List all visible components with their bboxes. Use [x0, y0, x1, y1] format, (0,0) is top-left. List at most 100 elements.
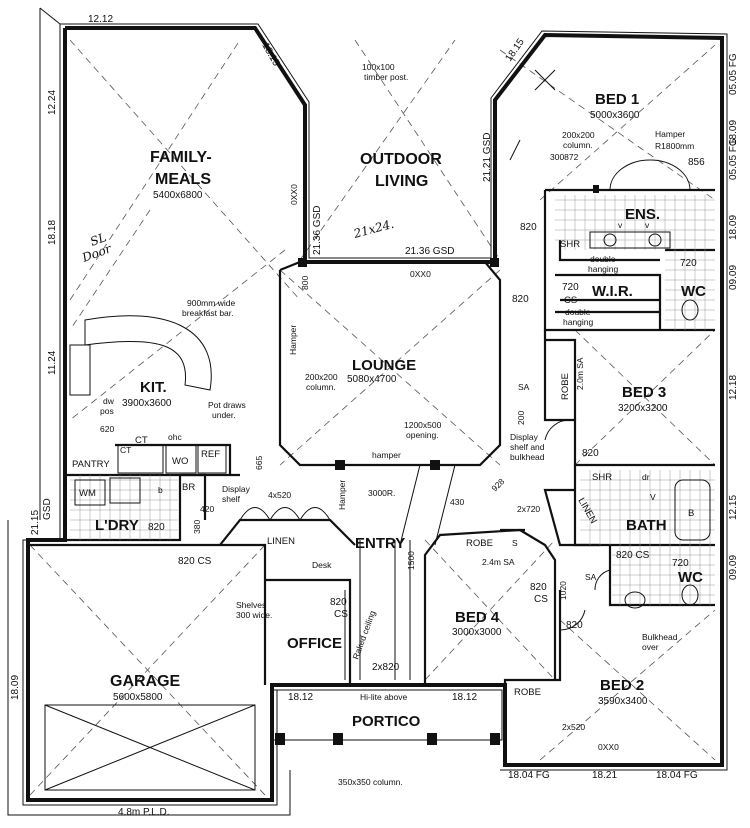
dim-820-bed2: 820 — [566, 620, 583, 631]
dim-1809c: 18.09 — [728, 120, 739, 145]
dim-4x520: 4x520 — [268, 490, 291, 500]
robe2-label: ROBE — [466, 538, 493, 549]
vanity-1-label: v — [618, 220, 623, 230]
smoke-alarm-1: SA — [518, 382, 530, 392]
desk-note: Desk — [312, 560, 332, 570]
dim-720c: 720 — [672, 558, 689, 569]
bath-tub-label: B — [688, 508, 694, 519]
dim-gsd-side: GSD — [42, 498, 53, 520]
double-hanging-1b: hanging — [588, 264, 619, 274]
dim-1804a: 18.04 FG — [508, 770, 550, 781]
bulkhead-note-2: over — [642, 642, 659, 652]
dim-620: 620 — [100, 424, 114, 434]
dim-0909a: 09.09 — [728, 265, 739, 290]
lounge-label: LOUNGE — [352, 357, 416, 374]
lounge-size: 5080x4700 — [347, 374, 397, 385]
wir-cs-label: CS — [564, 295, 577, 306]
hamper-radius-note: R1800mm — [655, 141, 694, 151]
dim-820-kit: 820 — [148, 522, 165, 533]
dim-430: 430 — [450, 497, 464, 507]
dim-200: 200 — [516, 411, 526, 425]
fixture-labels: SHR SHR dw pos WM CT ohc WO REF BR B b d… — [79, 220, 694, 548]
shower-ens-label: SHR — [560, 239, 580, 250]
dim-1812b: 18.12 — [452, 692, 477, 703]
dim-1809b: 18.09 — [10, 675, 21, 700]
dim-800: 800 — [300, 276, 310, 290]
pld-note: 4.8m P.L.D. — [118, 807, 170, 818]
shelves-note-2: 300 wide. — [236, 610, 272, 620]
radius-3000-note: 3000R. — [368, 488, 395, 498]
dim-2x720: 2x720 — [517, 504, 540, 514]
entry-label: ENTRY — [355, 535, 405, 552]
dim-928: 928 — [489, 476, 506, 493]
hilite-note: Hi-lite above — [360, 692, 408, 702]
wir-label: W.I.R. — [592, 283, 633, 300]
dim-1124: 11.24 — [47, 350, 58, 375]
display-bulkhead-note-3: bulkhead — [510, 452, 545, 462]
shower-bath-label: SHR — [592, 472, 612, 483]
dim-0xx0b: 0XX0 — [410, 269, 431, 279]
dim-820-robe: 820 — [520, 222, 537, 233]
kit-label: KIT. — [140, 379, 167, 396]
dim-1812a: 18.12 — [288, 692, 313, 703]
dr-label: dr — [642, 472, 650, 482]
display-bulkhead-note: Display — [510, 432, 539, 442]
breakfast-bar-note-2: breakfast bar. — [182, 308, 234, 318]
smoke-alarm-2: SA — [585, 572, 597, 582]
column-note-1: 200x200 — [562, 130, 595, 140]
fixture-shapes — [44, 159, 711, 791]
double-hanging-2b: hanging — [563, 317, 594, 327]
dishwasher-label: dw — [103, 396, 115, 406]
bath-label: BATH — [626, 517, 667, 534]
kit-size: 3900x3600 — [122, 398, 172, 409]
office-label: OFFICE — [287, 635, 342, 652]
handwritten-dimension-note: 21x24. — [351, 217, 395, 241]
robe3-label: ROBE — [514, 687, 541, 698]
garage-size: 5600x5800 — [113, 692, 163, 703]
fridge-label: REF — [201, 449, 220, 460]
raked-ceiling-note: Raked ceiling — [350, 609, 377, 661]
dim-720a: 720 — [562, 282, 579, 293]
garage-label: GARAGE — [110, 673, 181, 690]
column-note-1b: column. — [563, 140, 593, 150]
opening-note: 1200x500 — [404, 420, 442, 430]
dim-720b: 720 — [680, 258, 697, 269]
handwritten-door-1: SL — [88, 230, 108, 249]
timber-post-note: 100x100 — [362, 62, 395, 72]
interior-walls — [30, 188, 715, 765]
dim-2115-gsd: 21.15 — [30, 510, 41, 535]
dim-1821: 18.21 — [592, 770, 617, 781]
wc1-label: WC — [681, 283, 706, 300]
bulkhead-note: Bulkhead — [642, 632, 678, 642]
dim-420: 420 — [200, 504, 214, 514]
dim-820-bed3: 820 — [582, 448, 599, 459]
dim-665: 665 — [254, 456, 264, 470]
dim-2x820: 2x820 — [372, 662, 400, 673]
dim-0909b: 09.09 — [728, 555, 739, 580]
tiled-areas — [70, 195, 715, 605]
timber-post-note-2: timber post. — [364, 72, 408, 82]
dim-2136b: 21.36 GSD — [405, 246, 454, 257]
dim-820a: 820 — [512, 294, 529, 305]
family-room-label-2: MEALS — [155, 171, 211, 188]
cooktop-label: CT — [135, 435, 148, 446]
pot-draws-note: Pot draws — [208, 400, 246, 410]
handwritten-door-2: Door — [79, 241, 114, 265]
dim-0xx0c: 0XX0 — [598, 742, 619, 752]
dim-1804b: 18.04 FG — [656, 770, 698, 781]
hamper-note-1: Hamper — [655, 129, 685, 139]
double-hanging-1a: double — [590, 254, 616, 264]
dim-820cs-office: 820 — [330, 597, 347, 608]
bed3-size: 3200x3200 — [618, 403, 668, 414]
dim-820cs-office-b: CS — [334, 609, 348, 620]
dim-1818: 18.18 — [47, 220, 58, 245]
dim-820cs-bed4-b: CS — [534, 594, 548, 605]
family-room-label: FAMILY- — [150, 149, 212, 166]
washing-machine-label: WM — [79, 488, 96, 499]
robe-sa-note: 2.0m SA — [575, 357, 585, 390]
exterior-walls — [7, 7, 728, 816]
column-lounge-note: 200x200 — [305, 372, 338, 382]
dim-820cs-bath: 820 CS — [616, 550, 650, 561]
opening-note-2: opening. — [406, 430, 439, 440]
